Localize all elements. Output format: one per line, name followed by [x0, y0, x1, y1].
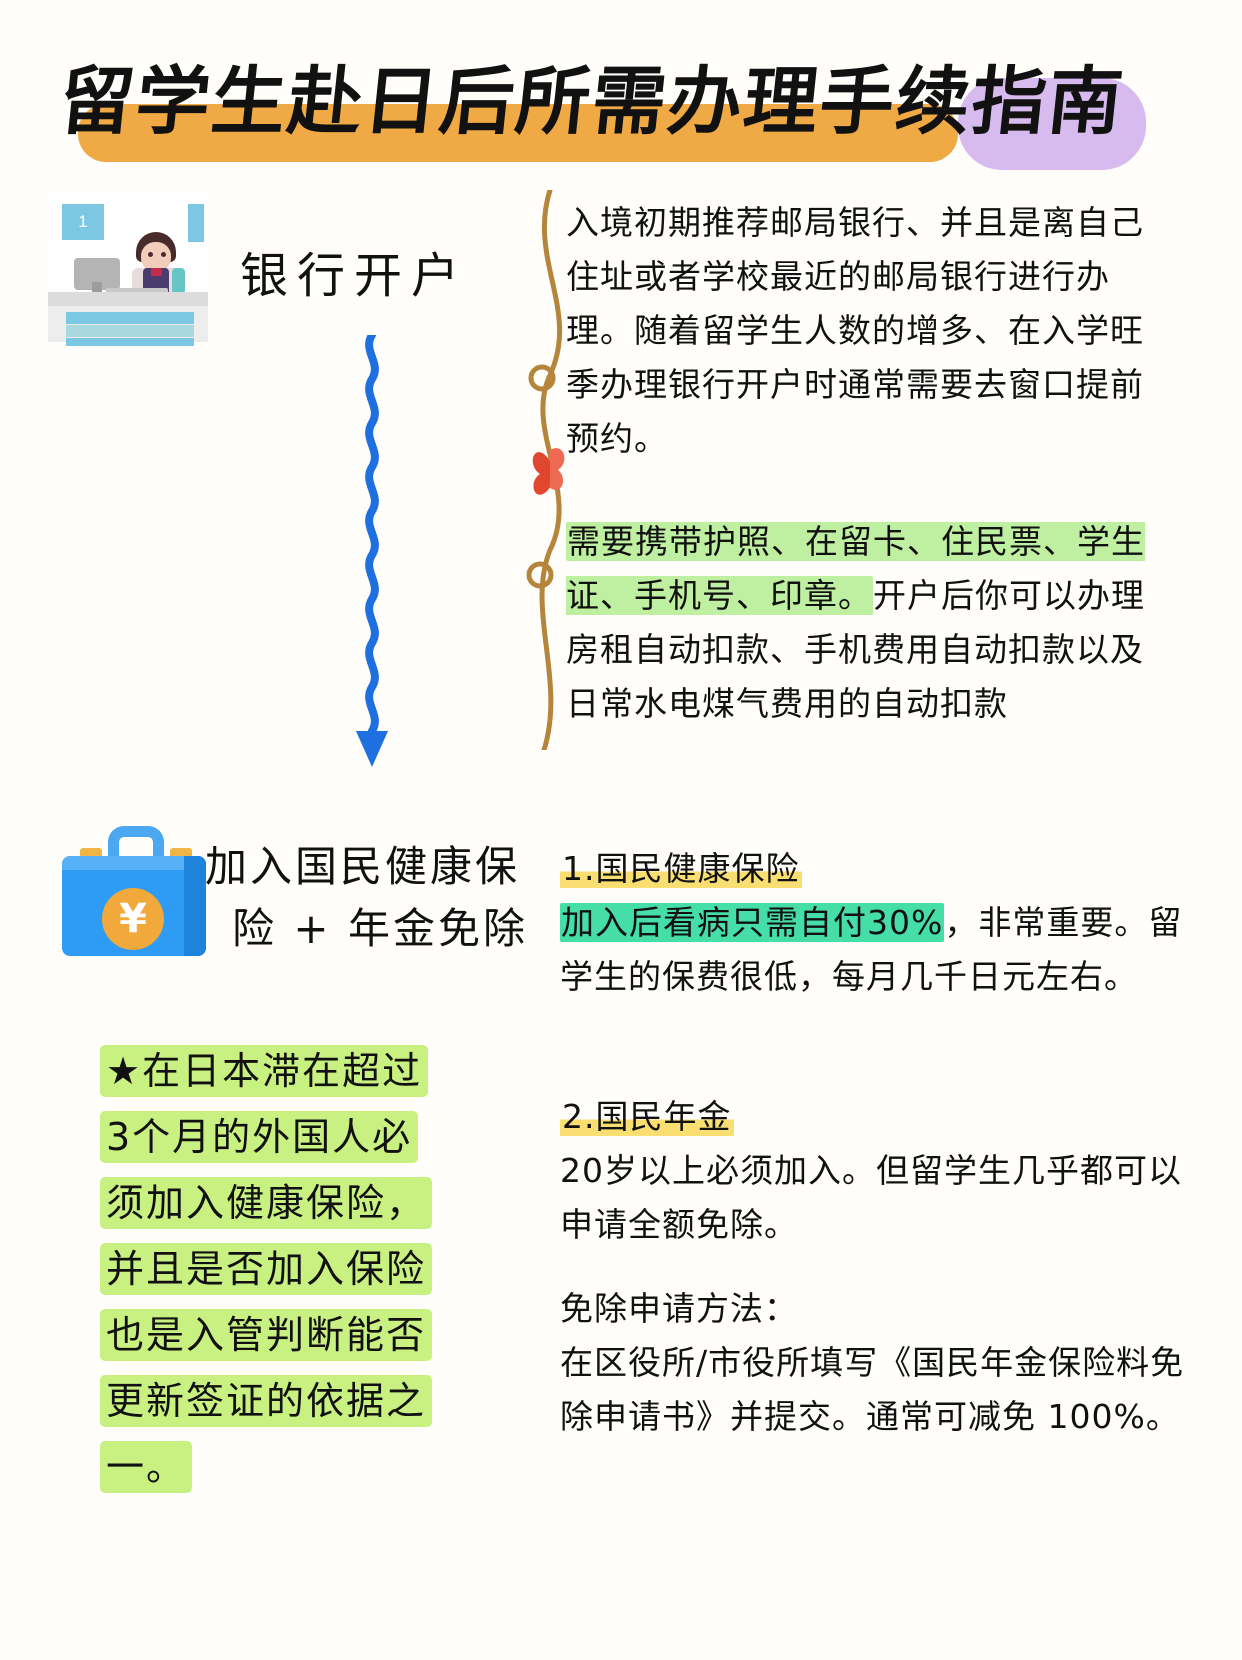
- bank-section-heading: 银行开户: [240, 248, 469, 304]
- insurance-item-2-title: 2.国民年金: [560, 1097, 734, 1136]
- insurance-item-3-body: 在区役所/市役所填写《国民年金保险料免除申请书》并提交。通常可减免 100%。: [560, 1343, 1185, 1436]
- yen-coin-icon: ¥: [102, 888, 164, 950]
- title-chip-badge: [958, 78, 1146, 170]
- insurance-item-1-highlight: 加入后看病只需自付30%: [560, 903, 945, 942]
- counter-number-badge: [62, 204, 104, 240]
- yen-symbol: ¥: [119, 896, 147, 942]
- teller-scarf: [172, 268, 185, 294]
- title-highlight-bar: [78, 104, 958, 162]
- insurance-section-heading: 加入国民健康保 险 + 年金免除: [205, 836, 555, 960]
- insurance-item-1: 1.国民健康保险 加入后看病只需自付30%，非常重要。留学生的保费很低，每月几千…: [560, 842, 1190, 1004]
- bank-paragraph-2: 需要携带护照、在留卡、住民票、学生证、手机号、印章。开户后你可以办理房租自动扣款…: [566, 515, 1166, 731]
- red-ribbon-icon: [532, 448, 565, 495]
- teller-face: [141, 242, 171, 272]
- counter-panel-2: [66, 325, 194, 337]
- insurance-item-2-body: 20岁以上必须加入。但留学生几乎都可以申请全额免除。: [560, 1151, 1182, 1244]
- callout-line: 并且是否加入保险: [100, 1243, 433, 1295]
- title-chip-text: 指南: [967, 59, 1129, 145]
- teller-eye-right: [161, 252, 166, 257]
- counter-panel-1: [66, 312, 194, 324]
- insurance-item-1-title: 1.国民健康保险: [560, 849, 802, 888]
- callout-line: 一。: [100, 1441, 193, 1493]
- insurance-callout-box: ★在日本滞在超过 3个月的外国人必 须加入健康保险， 并且是否加入保险 也是入管…: [100, 1038, 500, 1500]
- insurance-item-3: 免除申请方法： 在区役所/市役所填写《国民年金保险料免除申请书》并提交。通常可减…: [560, 1282, 1190, 1444]
- insurance-heading-line-1: 加入国民健康保: [205, 842, 521, 891]
- callout-line: 更新签证的依据之: [100, 1375, 433, 1427]
- insurance-item-1-body: ，非常重要。留学生的保费很低，每月几千日元左右。: [560, 903, 1183, 996]
- callout-line: 3个月的外国人必: [100, 1111, 419, 1163]
- brown-curly-divider-line: [526, 190, 565, 750]
- counter-side-panel: [188, 204, 204, 242]
- teller-bowtie: [151, 268, 162, 276]
- bank-teller-illustration: 1: [48, 192, 208, 346]
- callout-line: 须加入健康保险，: [100, 1177, 433, 1229]
- keyboard-icon: [106, 288, 168, 295]
- blue-wavy-arrow-icon: [356, 335, 388, 767]
- title-text-row: 留学生赴日后所需办理手续指南: [54, 42, 1187, 162]
- briefcase-lid: [62, 856, 206, 870]
- title-main-text: 留学生赴日后所需办理手续: [55, 59, 977, 145]
- page-title: 留学生赴日后所需办理手续指南: [55, 42, 1180, 170]
- teller-eye-left: [148, 252, 153, 257]
- callout-line: ★在日本滞在超过: [100, 1045, 429, 1097]
- insurance-heading-line-2: 险 + 年金免除: [232, 904, 528, 953]
- insurance-item-3-title: 免除申请方法：: [560, 1289, 798, 1328]
- bank-paragraph-1: 入境初期推荐邮局银行、并且是离自己住址或者学校最近的邮局银行进行办理。随着留学生…: [566, 203, 1144, 458]
- insurance-item-2: 2.国民年金 20岁以上必须加入。但留学生几乎都可以申请全额免除。: [560, 1090, 1190, 1252]
- briefcase-side-shade: [184, 856, 206, 956]
- briefcase-yen-icon: ¥: [58, 826, 210, 958]
- monitor-stand: [92, 282, 102, 294]
- counter-panel-3: [66, 338, 194, 346]
- briefcase-handle: [108, 826, 164, 860]
- bank-autopay-text: 开户后你可以办理房租自动扣款、手机费用自动扣款以及日常水电煤气费用的自动扣款: [566, 576, 1145, 723]
- callout-line: 也是入管判断能否: [100, 1309, 433, 1361]
- counter-number-label: 1: [78, 212, 88, 231]
- counter-top: [48, 292, 208, 306]
